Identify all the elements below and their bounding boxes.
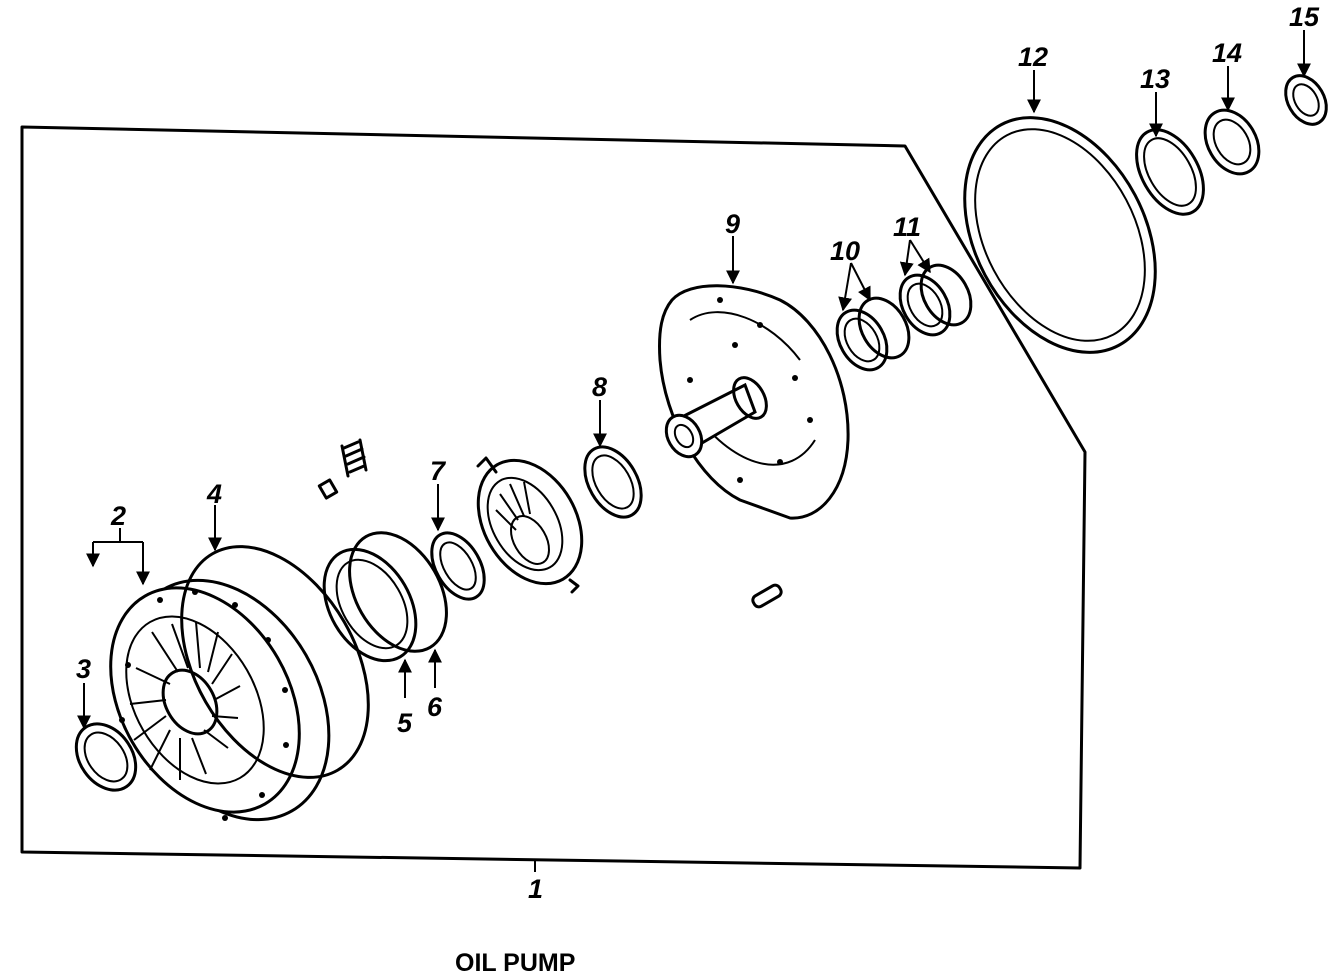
part-14-washer [1203,108,1261,176]
callout-9: 9 [725,209,740,239]
part-10-seal-rings [835,296,911,372]
callout-3: 3 [76,654,91,684]
part-12-large-gasket [963,116,1157,354]
part-13-washer [1135,128,1205,216]
pump-gear [476,456,584,594]
callout-1: 1 [528,874,543,904]
part-8-seal [583,445,643,519]
callout-13: 13 [1140,64,1170,94]
part-15-washer [1284,74,1328,126]
callout-5: 5 [397,708,413,738]
dowel-pin [751,583,783,609]
part-11-seal-rings [898,263,973,337]
callout-2: 2 [110,501,126,531]
callout-14: 14 [1212,38,1242,68]
callout-4: 4 [206,479,222,509]
callout-15: 15 [1289,2,1320,32]
leader-lines [77,30,1311,872]
diagram-title: OIL PUMP [455,949,575,977]
part-4-gasket [180,545,370,779]
part-7-seal [430,531,486,601]
part-9-stator-cover [658,284,850,520]
callout-7: 7 [430,456,447,486]
callout-11: 11 [893,212,921,242]
callout-6: 6 [427,692,443,722]
callout-10: 10 [830,236,860,266]
part-5-ring [322,547,418,663]
spring-and-plug [317,438,368,500]
callout-8: 8 [592,372,607,402]
assembly-boundary [20,125,1087,870]
callout-12: 12 [1018,42,1048,72]
callout-labels: 1 2 3 4 5 6 7 8 9 10 11 12 13 14 15 [76,2,1320,904]
